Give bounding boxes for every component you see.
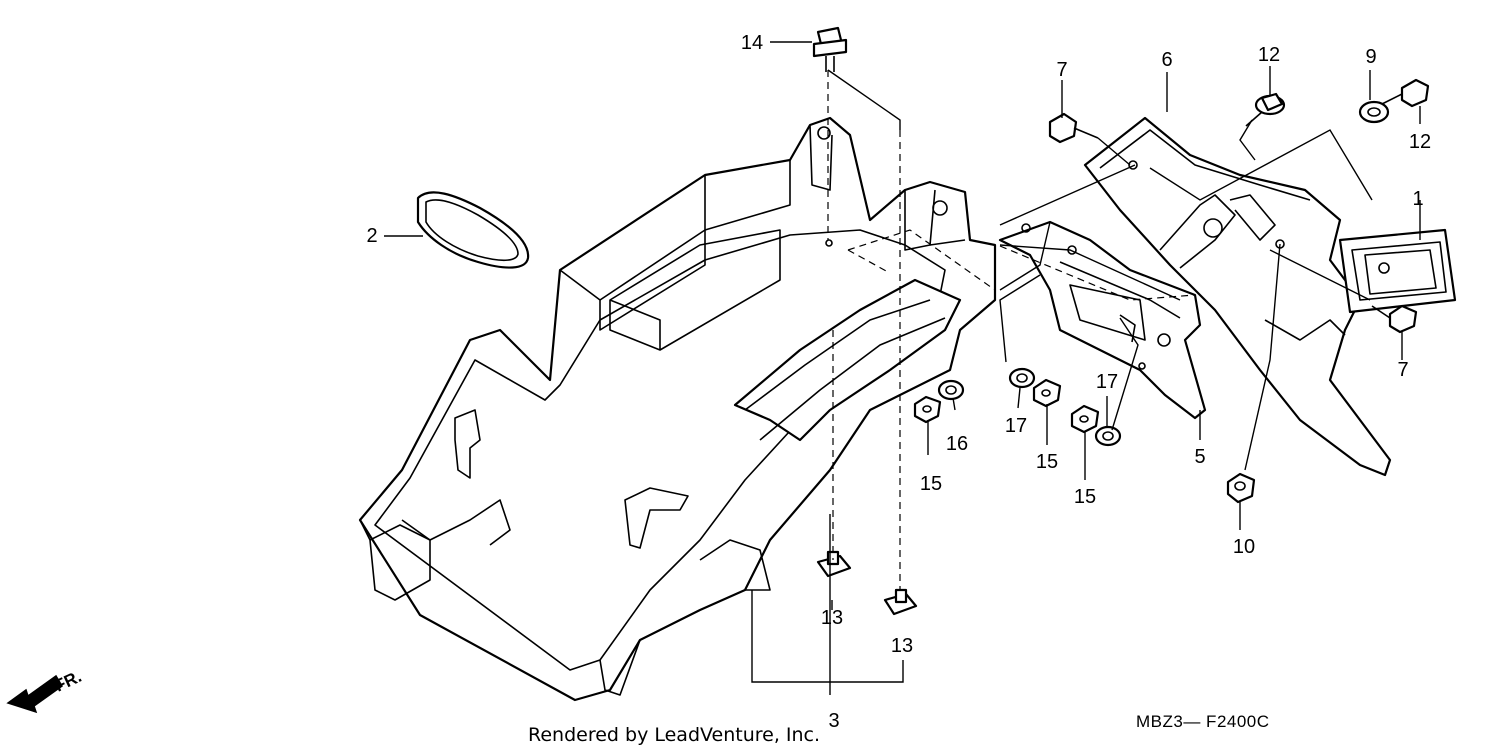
nut-15-c bbox=[1070, 404, 1100, 434]
bolt-12-right bbox=[1381, 78, 1430, 108]
render-credit: Rendered by LeadVenture, Inc. bbox=[528, 724, 820, 746]
callout-7-top: 7 bbox=[1056, 59, 1067, 81]
callout-1: 1 bbox=[1412, 188, 1423, 210]
leader-lines bbox=[384, 41, 1421, 695]
callout-10: 10 bbox=[1233, 536, 1255, 558]
collar-9 bbox=[1358, 100, 1390, 124]
callout-2: 2 bbox=[366, 225, 377, 247]
bolt-7-right bbox=[1371, 304, 1418, 334]
callout-17-b: 17 bbox=[1096, 371, 1118, 393]
front-direction-label: FR. bbox=[52, 667, 85, 696]
nut-15-b bbox=[1032, 378, 1062, 408]
front-arrow-icon bbox=[6, 674, 63, 714]
washer-16 bbox=[937, 379, 965, 401]
callout-5: 5 bbox=[1194, 446, 1205, 468]
callout-12-top: 12 bbox=[1258, 44, 1280, 66]
callout-14: 14 bbox=[741, 32, 763, 54]
callout-7-right: 7 bbox=[1397, 359, 1408, 381]
front-direction-indicator: FR. bbox=[6, 667, 85, 714]
callout-labels: 1 2 3 5 6 7 7 9 10 12 12 13 13 14 15 15 … bbox=[366, 32, 1431, 732]
callout-16: 16 bbox=[946, 433, 968, 455]
callout-9: 9 bbox=[1365, 46, 1376, 68]
callout-13-left: 13 bbox=[821, 607, 843, 629]
clip-nut-13-left bbox=[816, 550, 852, 578]
nut-10 bbox=[1226, 472, 1256, 504]
washer-17-b bbox=[1094, 425, 1122, 447]
callout-13-right: 13 bbox=[891, 635, 913, 657]
bolt-14 bbox=[812, 26, 848, 72]
callout-15-b: 15 bbox=[1036, 451, 1058, 473]
washer-17-a bbox=[1008, 367, 1036, 389]
nut-15-a bbox=[913, 395, 942, 424]
diagram-code: MBZ3— F2400C bbox=[1136, 712, 1270, 731]
seal-loop-part bbox=[416, 191, 530, 269]
callout-6: 6 bbox=[1161, 49, 1172, 71]
callout-15-c: 15 bbox=[1074, 486, 1096, 508]
clip-nut-13-right bbox=[883, 588, 918, 616]
rear-fender-undertray bbox=[358, 116, 997, 702]
rear-fender-cover-part bbox=[1083, 116, 1392, 477]
bolt-7-top bbox=[1048, 112, 1099, 144]
callout-12-right: 12 bbox=[1409, 131, 1431, 153]
callout-17-a: 17 bbox=[1005, 415, 1027, 437]
reflector-part bbox=[1338, 228, 1457, 314]
callout-3: 3 bbox=[828, 710, 839, 732]
callout-15-a: 15 bbox=[920, 473, 942, 495]
